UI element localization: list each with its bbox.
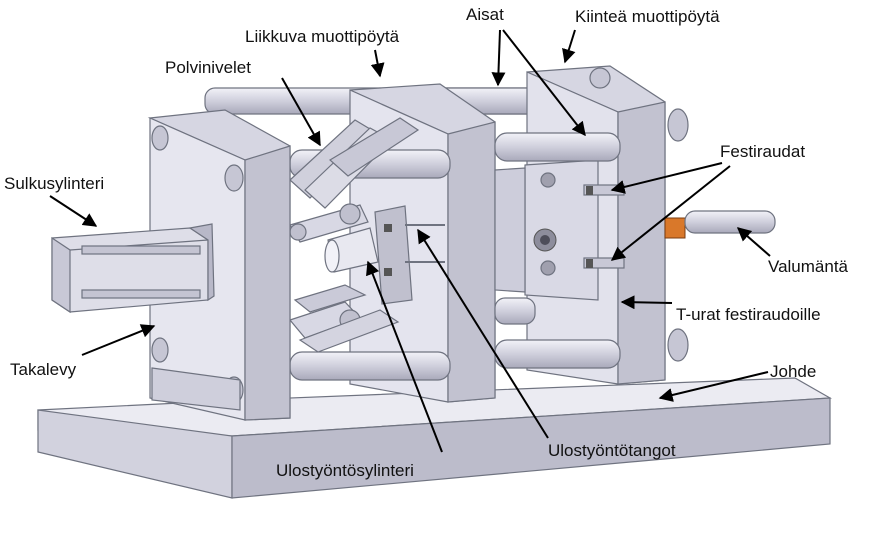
label-t-urat: T-urat festiraudoille	[676, 305, 821, 324]
leader-ulostyontosylinteri	[366, 260, 443, 453]
machine-base	[37, 377, 833, 499]
leader-liikkuva	[370, 49, 385, 78]
label-takalevy: Takalevy	[10, 360, 77, 379]
leader-takalevy	[81, 324, 156, 356]
label-kiintea-muottipoyta: Kiinteä muottipöytä	[575, 7, 720, 26]
leader-johde	[658, 371, 769, 402]
label-sulkusylinteri: Sulkusylinteri	[4, 174, 104, 193]
leader-aisat-1	[491, 29, 506, 87]
ejector-assembly	[324, 205, 445, 305]
mold-fixed-half	[524, 159, 599, 301]
leader-kiintea	[562, 29, 576, 64]
leader-festiraudat-1	[610, 162, 723, 194]
leader-t-urat	[620, 295, 673, 310]
leader-valumanta	[736, 227, 771, 257]
label-aisat: Aisat	[466, 5, 504, 24]
mold-moving-half	[494, 167, 526, 293]
toggle-links	[288, 117, 420, 353]
leader-ulostyontotangot	[417, 228, 549, 439]
leader-sulkusylinteri	[49, 195, 98, 227]
label-liikkuva-muottipoyta: Liikkuva muottipöytä	[245, 27, 400, 46]
injection-plunger	[664, 210, 776, 239]
leader-polvinivelet	[281, 77, 321, 147]
label-ulostyontosylinteri: Ulostyöntösylinteri	[276, 461, 414, 480]
label-ulostyontotangot: Ulostyöntötangot	[548, 441, 676, 460]
label-polvinivelet: Polvinivelet	[165, 58, 251, 77]
labels: Aisat Kiinteä muottipöytä Liikkuva muott…	[4, 5, 849, 480]
leader-aisat-2	[502, 29, 586, 137]
leader-lines	[49, 29, 771, 453]
clamp-cylinder	[51, 223, 215, 314]
label-festiraudat: Festiraudat	[720, 142, 805, 161]
label-valumanta: Valumäntä	[768, 257, 849, 276]
leader-festiraudat-2	[610, 165, 731, 261]
label-johde: Johde	[770, 362, 816, 381]
